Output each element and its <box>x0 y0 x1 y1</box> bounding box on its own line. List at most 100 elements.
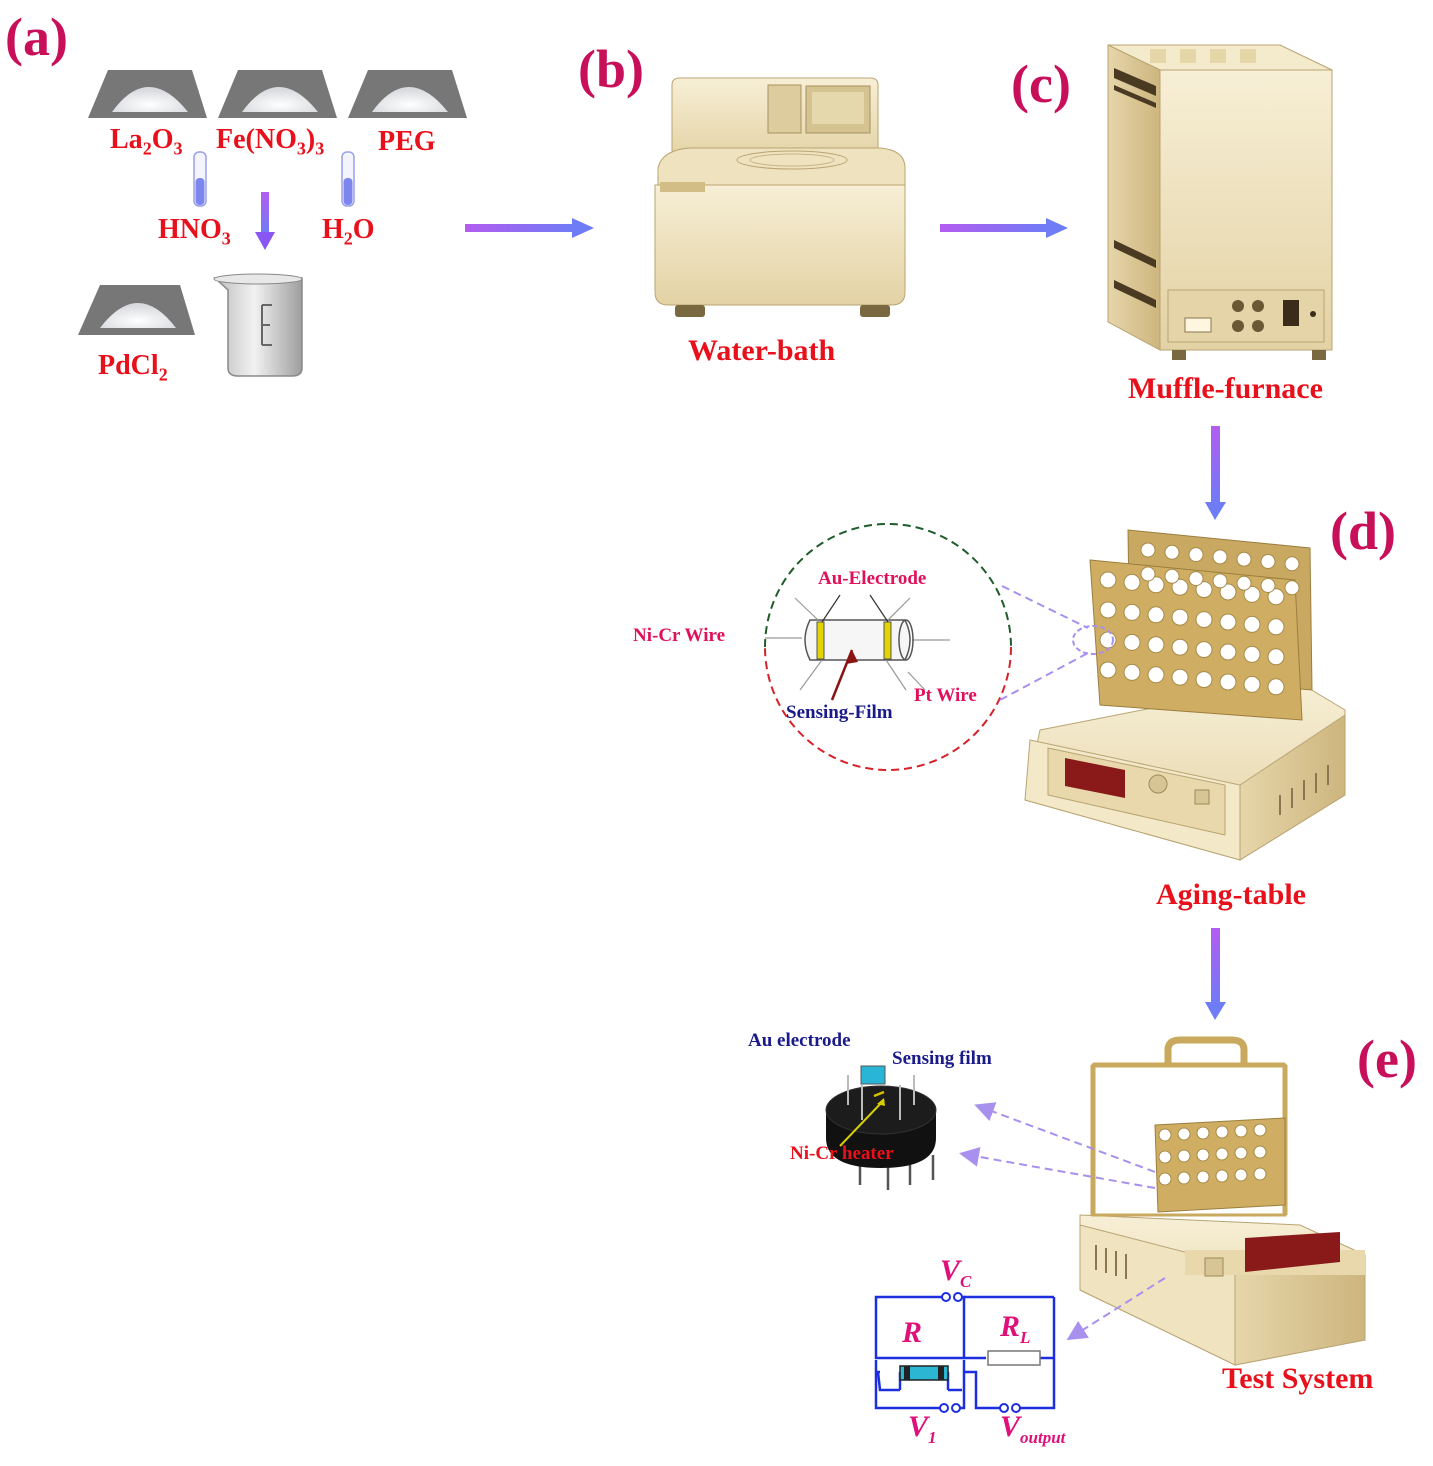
board-hole-icon <box>1243 645 1261 663</box>
board-hole-icon <box>1164 544 1180 560</box>
board-hole-icon <box>1140 542 1156 558</box>
board-hole-icon <box>1267 648 1285 666</box>
panel-label-a: (a) <box>5 7 68 67</box>
test-tube-hno3-icon <box>193 151 207 207</box>
board-hole-icon <box>1147 606 1165 624</box>
test-zoom-lines-icon <box>959 1102 1166 1341</box>
arrow-a-to-b-icon <box>465 218 594 238</box>
board-hole-icon <box>1267 678 1285 696</box>
sensor-zoom-circle-icon <box>764 523 1114 771</box>
muffle-furnace-icon <box>1107 44 1333 360</box>
label-v1: V1 <box>908 1410 937 1447</box>
label-pt-wire: Pt Wire <box>914 685 977 706</box>
label-voutput: Voutput <box>1000 1410 1066 1447</box>
label-sensing-film: Sensing-Film <box>786 702 893 723</box>
board-hole-icon <box>1234 1146 1248 1160</box>
label-pkg-nicr-heater: Ni-Cr heater <box>790 1143 894 1164</box>
board-hole-icon <box>1099 601 1117 619</box>
board-hole-icon <box>1219 613 1237 631</box>
test-system-icon <box>1079 1036 1366 1366</box>
board-hole-icon <box>1177 1127 1191 1141</box>
board-hole-icon <box>1284 580 1300 596</box>
water-bath-icon <box>654 77 906 317</box>
board-hole-icon <box>1212 573 1228 589</box>
powder-la2o3-icon <box>88 70 207 118</box>
board-hole-icon <box>1123 663 1141 681</box>
reagent-feno3: Fe(NO3)3 <box>216 124 325 159</box>
board-hole-icon <box>1177 1149 1191 1163</box>
board-hole-icon <box>1196 1148 1210 1162</box>
reagent-h2o: H2O <box>322 214 375 249</box>
panel-label-d: (d) <box>1330 501 1396 561</box>
label-aging-table: Aging-table <box>1156 878 1306 911</box>
board-hole-icon <box>1099 571 1117 589</box>
board-hole-icon <box>1267 588 1285 606</box>
board-hole-icon <box>1123 603 1141 621</box>
board-hole-icon <box>1147 576 1165 594</box>
board-hole-icon <box>1177 1171 1191 1185</box>
board-hole-icon <box>1140 566 1156 582</box>
board-hole-icon <box>1219 583 1237 601</box>
board-hole-icon <box>1215 1125 1229 1139</box>
board-hole-icon <box>1219 643 1237 661</box>
sensor-resistor-r-icon <box>899 1365 949 1381</box>
arrow-b-to-c-icon <box>940 218 1068 238</box>
label-pkg-au-electrode: Au electrode <box>748 1030 851 1051</box>
test-tube-h2o-icon <box>341 151 355 207</box>
sensor-package-icon <box>825 1065 937 1190</box>
load-resistor-rl-icon <box>987 1350 1041 1366</box>
board-hole-icon <box>1196 1126 1210 1140</box>
label-vc: VC <box>940 1254 972 1291</box>
label-pkg-sensing-film: Sensing film <box>892 1048 992 1069</box>
label-nicr-wire: Ni-Cr Wire <box>633 625 726 646</box>
panel-label-e: (e) <box>1357 1029 1417 1089</box>
board-hole-icon <box>1195 641 1213 659</box>
board-hole-icon <box>1164 568 1180 584</box>
aging-table-icon <box>1024 529 1346 861</box>
label-au-electrode: Au-Electrode <box>818 568 927 589</box>
reagent-pdcl2: PdCl2 <box>98 350 168 385</box>
reagent-hno3: HNO3 <box>158 214 231 249</box>
board-hole-icon <box>1243 585 1261 603</box>
board-hole-icon <box>1236 551 1252 567</box>
board-hole-icon <box>1212 549 1228 565</box>
board-hole-icon <box>1158 1172 1172 1186</box>
board-hole-icon <box>1188 547 1204 563</box>
label-r: R <box>902 1316 923 1349</box>
arrow-d-to-e-icon <box>1205 928 1226 1020</box>
board-hole-icon <box>1171 668 1189 686</box>
board-hole-icon <box>1171 578 1189 596</box>
label-rl: RL <box>1000 1310 1031 1347</box>
board-hole-icon <box>1260 554 1276 569</box>
board-hole-icon <box>1253 1167 1267 1181</box>
label-test-system: Test System <box>1222 1362 1374 1395</box>
board-hole-icon <box>1215 1147 1229 1161</box>
board-hole-icon <box>1195 611 1213 629</box>
board-hole-icon <box>1260 578 1276 593</box>
board-hole-icon <box>1099 661 1117 679</box>
board-hole-icon <box>1215 1169 1229 1183</box>
board-hole-icon <box>1171 638 1189 656</box>
beaker-icon <box>213 273 303 377</box>
board-hole-icon <box>1234 1168 1248 1182</box>
board-hole-icon <box>1158 1128 1172 1142</box>
board-hole-icon <box>1171 608 1189 626</box>
powder-feno3-icon <box>218 70 337 118</box>
panel-label-c: (c) <box>1011 54 1071 114</box>
board-hole-icon <box>1188 571 1204 587</box>
board-hole-icon <box>1234 1124 1248 1138</box>
board-hole-icon <box>1147 666 1165 684</box>
board-hole-icon <box>1243 615 1261 633</box>
board-hole-icon <box>1253 1123 1267 1137</box>
panel-label-b: (b) <box>578 39 644 99</box>
board-hole-icon <box>1243 675 1261 693</box>
reagent-la2o3: La2O3 <box>110 124 183 159</box>
board-hole-icon <box>1195 671 1213 689</box>
board-hole-icon <box>1253 1145 1267 1159</box>
arrow-c-to-d-icon <box>1205 426 1226 520</box>
label-water-bath: Water-bath <box>688 334 836 367</box>
powder-peg-icon <box>348 70 467 118</box>
reagent-peg: PEG <box>378 126 436 157</box>
board-hole-icon <box>1267 618 1285 636</box>
label-muffle-furnace: Muffle-furnace <box>1128 372 1323 405</box>
